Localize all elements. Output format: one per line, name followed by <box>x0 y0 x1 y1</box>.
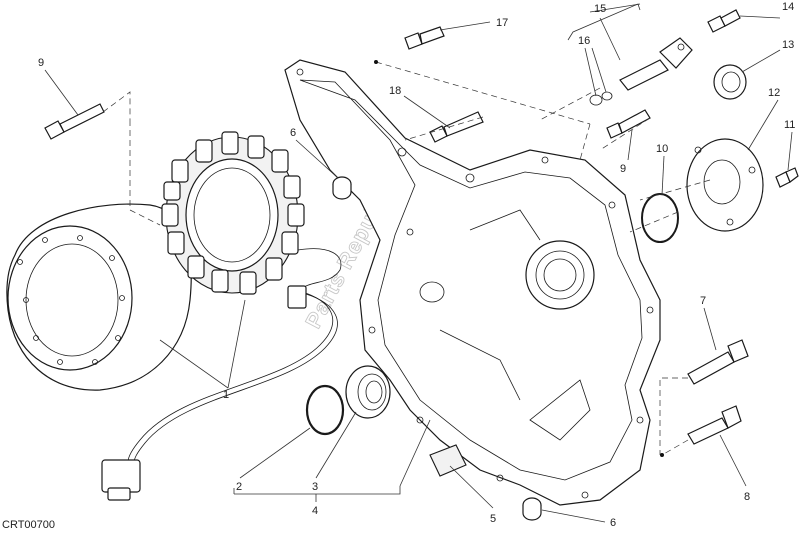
oil-seal-14[interactable] <box>713 64 747 100</box>
bolt-10[interactable] <box>606 109 651 139</box>
callout-17: 16 <box>578 35 590 47</box>
flywheel-rotor[interactable] <box>6 203 192 391</box>
callout-15: 14 <box>782 1 794 13</box>
callout-16: 15 <box>594 3 606 15</box>
inspection-cover-13[interactable] <box>686 138 764 232</box>
bolt-7[interactable] <box>687 339 749 385</box>
callout-19: 18 <box>389 85 401 97</box>
ref-dot <box>374 60 378 64</box>
shim-5[interactable] <box>429 444 467 477</box>
callout-7: 7 <box>700 295 706 307</box>
ref-dot <box>660 453 664 457</box>
bushing-6-upper[interactable] <box>332 176 352 200</box>
callout-14: 13 <box>782 39 794 51</box>
bolt-15[interactable] <box>707 9 741 33</box>
alignment-lines <box>102 61 711 456</box>
washer-17[interactable] <box>589 91 613 106</box>
callout-labels: 9 17 18 6 15 16 14 13 12 11 10 9 7 8 6 5… <box>38 1 795 529</box>
leader-lines <box>44 3 793 523</box>
bushing-6-lower[interactable] <box>522 497 542 521</box>
circlip-2[interactable] <box>305 384 345 436</box>
crankcase-cover[interactable] <box>284 59 661 506</box>
callout-9: 9 <box>38 57 44 69</box>
o-ring-11[interactable] <box>641 193 679 243</box>
callout-18: 17 <box>496 17 508 29</box>
callout-1: 1 <box>223 389 229 401</box>
callout-3: 3 <box>312 481 318 493</box>
callout-5: 5 <box>490 513 496 525</box>
callout-6-upper: 6 <box>290 127 296 139</box>
callout-11: 10 <box>656 143 668 155</box>
callout-13: 12 <box>768 87 780 99</box>
diagram-code: CRT00700 <box>2 519 55 531</box>
callout-10: 9 <box>620 163 626 175</box>
bolt-9[interactable] <box>44 103 105 140</box>
callout-8: 8 <box>744 491 750 503</box>
callout-4: 4 <box>312 505 318 517</box>
callout-12: 11 <box>784 119 795 131</box>
bolt-18[interactable] <box>404 26 445 50</box>
stator-wire <box>127 248 342 464</box>
screw-12[interactable] <box>775 167 799 188</box>
stator-connector[interactable] <box>101 285 307 501</box>
bearing-3[interactable] <box>345 365 391 419</box>
bolt-19[interactable] <box>429 111 484 143</box>
bolt-8[interactable] <box>687 405 742 445</box>
callout-6-lower: 6 <box>610 517 616 529</box>
sensor-16[interactable] <box>619 37 693 91</box>
stator[interactable] <box>161 131 305 295</box>
callout-2: 2 <box>236 481 242 493</box>
